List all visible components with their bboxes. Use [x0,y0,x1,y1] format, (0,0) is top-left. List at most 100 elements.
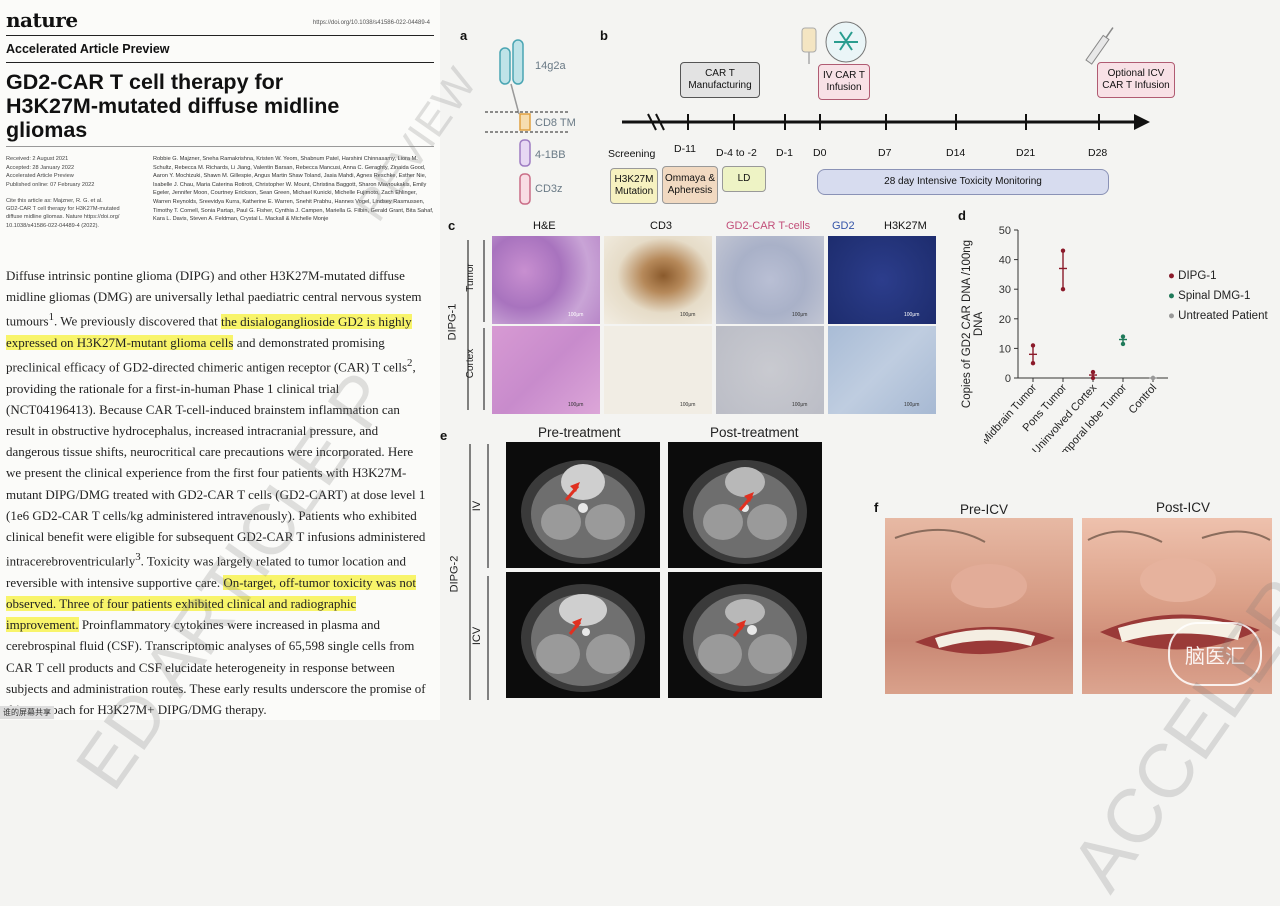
y-tick-label: 0 [1005,373,1011,385]
row-tumor: Tumor [464,263,476,292]
col-pre-treatment: Pre-treatment [538,425,621,440]
doi-link[interactable]: https://doi.org/10.1038/s41586-022-04489… [312,20,430,26]
journal-logo: nature [6,8,78,32]
subject-dipg1: DIPG-1 [446,303,459,341]
chart-legend: ● DIPG-1 ● Spinal DMG-1 ● Untreated Pati… [1168,266,1268,326]
accepted-date: Accepted: 28 January 2022 [6,164,75,171]
col-gd2: GD2 [832,220,855,232]
box-icv-infusion: Optional ICV CAR T Infusion [1097,62,1175,98]
col-he: H&E [533,220,556,232]
subject-dipg2: DIPG-2 [448,555,461,593]
ref-superscript: 3 [135,551,141,564]
legend-item-untreated: ● Untreated Patient [1168,306,1268,326]
car-construct-diagram [485,39,568,205]
screen-share-tag[interactable]: 谁的屏幕共享 [0,706,54,719]
ref-superscript: 2 [407,357,413,370]
data-point [1060,248,1066,253]
timeline-svg [622,21,1150,131]
article-title: GD2-CAR T cell therapy for H3K27M-mutate… [6,70,426,142]
data-point [1090,369,1096,375]
cite-line: Cite this article as: Majzner, R. G. et … [6,198,103,204]
panel-b-letter: b [600,28,608,43]
box-monitoring: 28 day Intensive Toxicity Monitoring [817,169,1109,195]
micrograph-he-tumor [492,236,600,324]
data-point [1120,334,1126,339]
mri-scan-image [683,584,807,692]
panel-c-rowlabels: DIPG-1 Tumor Cortex [446,236,488,414]
legend-marker: ● [1168,270,1179,282]
legend-label: Untreated Patient [1178,310,1268,322]
micrograph-cd3-tumor [604,236,712,324]
y-tick-label: 20 [999,314,1011,326]
box-car-manufacturing: CAR T Manufacturing [680,62,760,98]
x-tick-label: Control [1127,382,1160,416]
tick-d-11: D-11 [674,143,696,155]
label-pre-icv: Pre-ICV [960,502,1009,517]
abstract-text: . We previously discovered that [54,313,221,329]
col-cd3: CD3 [650,220,673,232]
data-point [1030,343,1036,348]
brand-logo: 脑医汇 [1168,622,1262,686]
data-point [1120,341,1126,347]
legend-marker: ● [1168,310,1179,322]
micrograph-he-cortex [492,326,600,414]
citation-block: Cite this article as: Majzner, R. G. et … [6,197,146,230]
mri-pre-icv [506,572,660,698]
meta-rule [6,146,434,147]
section-label: Accelerated Article Preview [6,42,170,56]
box-iv-infusion: IV CAR T Infusion [818,64,870,100]
micrograph-cd3-cortex [604,326,712,414]
scalebar-label: 100μm [568,402,584,408]
col-gd2car: GD2-CAR T-cells [726,220,811,232]
box-mutation: H3K27M Mutation [610,168,658,204]
title-line-2: H3K27M-mutated diffuse midline gliomas [6,94,340,142]
face-illustration [894,529,1055,655]
panel-a-letter: a [460,28,468,43]
aap-label: Accelerated Article Preview [6,173,74,180]
ref-superscript: 1 [48,311,55,324]
cite-line: GD2-CAR T cell therapy for H3K27M-mutate… [6,206,120,213]
title-rule [6,62,434,63]
mri-pre-iv [506,442,660,568]
panel-e-rowlabels: DIPG-2 IV ICV [444,440,494,704]
micrograph-gd2car-cortex [716,326,824,414]
photo-post-icv: 脑医汇 [1082,518,1272,694]
mri-scan-image [683,460,807,564]
header-rule [6,35,434,36]
data-point [1060,287,1066,292]
y-tick-label: 10 [999,343,1011,355]
panel-f-letter: f [874,500,879,515]
label-41bb: 4-1BB [535,149,566,161]
mri-post-icv [668,572,822,698]
abstract: Diffuse intrinsic pontine glioma (DIPG) … [6,265,430,720]
col-h3k27m: H3K27M [884,220,927,232]
y-tick-label: 40 [999,255,1011,267]
tick-d7: D7 [878,147,892,159]
panel-d-letter: d [958,208,966,223]
scalebar-label: 100μm [792,312,808,318]
chart-ylabel: Copies of GD2 CAR DNA /100ng DNA [961,239,985,409]
mri-scan-image [521,584,645,692]
tick-d0: D0 [813,147,827,159]
scalebar-label: 100μm [680,312,696,318]
panel-e-letter: e [440,428,448,443]
tick-d21: D21 [1016,147,1036,159]
cite-line: 10.1038/s41586-022-04489-4 (2022). [6,222,99,229]
label-cd8tm: CD8 TM [535,117,576,129]
col-post-treatment: Post-treatment [710,425,799,440]
tick-d-1: D-1 [776,147,793,159]
legend-label: Spinal DMG-1 [1178,290,1251,302]
scalebar-label: 100μm [680,402,696,408]
box-ld: LD [722,166,766,192]
row-bracket [467,240,485,410]
photo-pre-icv [885,518,1073,694]
abstract-text: Proinflammatory cytokines were increased… [6,617,426,718]
mri-post-iv [668,442,822,568]
row-iv: IV [471,500,484,512]
scalebar-label: 100μm [904,402,920,408]
legend-item-dipg1: ● DIPG-1 [1168,266,1268,286]
dates-block: Received: 2 August 2021 Accepted: 28 Jan… [6,155,146,189]
abstract-text: Diffuse intrinsic pontine glioma (DIPG) … [6,268,422,329]
data-point [1150,375,1156,381]
author-list: Robbie G. Majzner, Sneha Ramakrishna, Kr… [153,156,434,223]
